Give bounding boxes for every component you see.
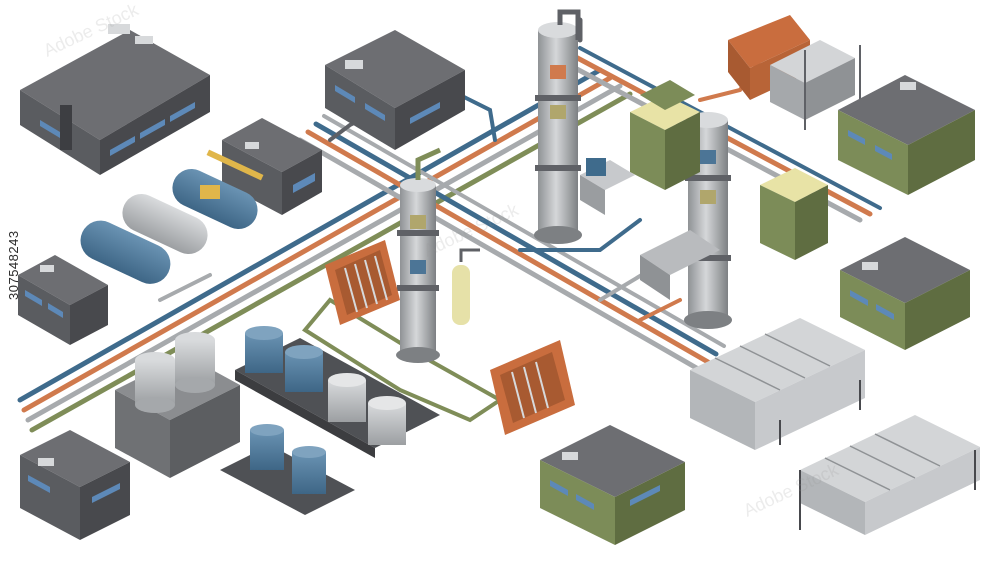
stock-id-label: 307548243	[6, 230, 21, 300]
silo-building	[115, 332, 240, 478]
compressor-unit-top-right	[770, 40, 861, 130]
heat-exchanger-left	[325, 240, 400, 325]
heat-exchanger-bottom	[490, 340, 575, 435]
process-unit-olive-right	[760, 168, 828, 260]
control-building-top	[325, 30, 465, 150]
office-building-bottom-left	[20, 430, 130, 540]
warehouse-building-large	[20, 24, 210, 175]
process-unit-gray	[580, 158, 720, 300]
olive-building-top-right	[838, 75, 975, 195]
distillation-column-center	[396, 147, 442, 363]
horizontal-storage-tanks	[80, 149, 264, 284]
distillation-column-top	[534, 9, 582, 244]
tank-platform-lower	[220, 424, 355, 515]
small-vessel	[452, 248, 480, 325]
tank-platform-upper	[235, 326, 440, 458]
pump-house-left	[18, 255, 108, 345]
air-cooler-unit-bottom	[799, 415, 980, 535]
olive-building-bottom	[540, 425, 685, 545]
utility-building-small	[222, 118, 322, 215]
olive-building-mid-right	[840, 237, 970, 350]
air-cooler-unit-middle	[690, 318, 865, 450]
process-unit-olive-top	[630, 80, 700, 190]
